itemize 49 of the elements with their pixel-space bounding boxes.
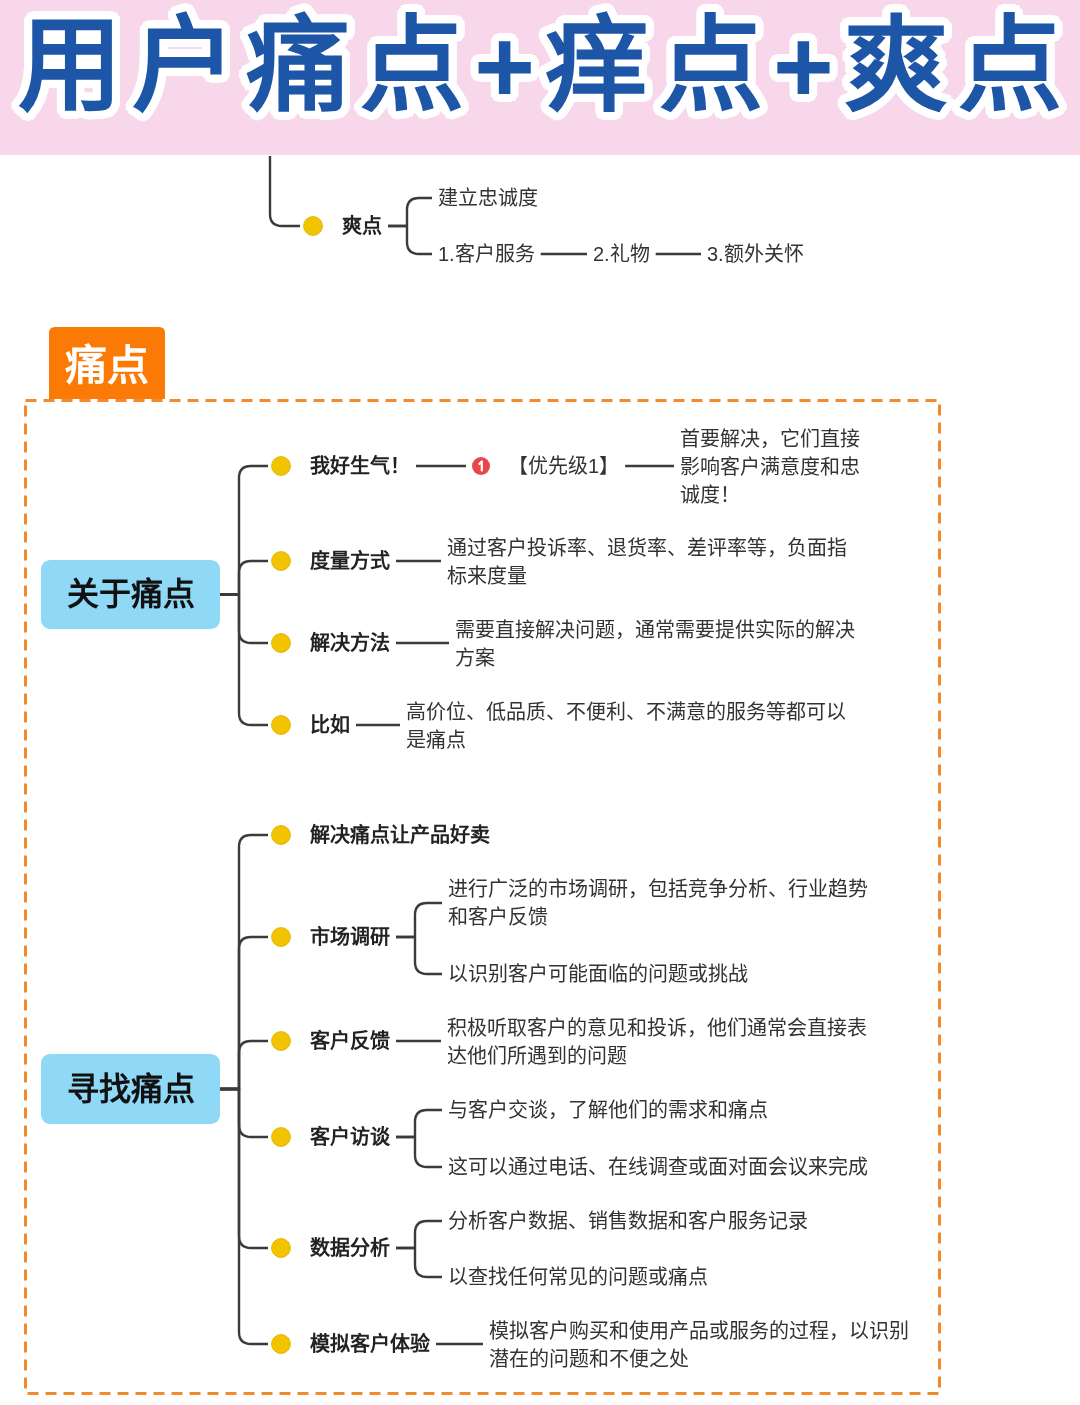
topic-label: 比如	[310, 713, 350, 738]
topic-label: 市场调研	[310, 925, 390, 950]
detail-text: 建立忠诚度	[432, 184, 544, 212]
topic-label: 模拟客户体验	[310, 1331, 430, 1357]
connector-line	[396, 641, 449, 645]
topic-label: 我好生气！	[310, 454, 410, 479]
title-banner: 用户痛点+痒点+爽点	[0, 0, 1080, 155]
connector-line	[220, 593, 268, 727]
connector-line	[388, 224, 432, 256]
detail-text: 3.额外关怀	[701, 240, 810, 268]
connector-line	[655, 252, 701, 256]
detail-text: 以识别客户可能面临的问题或挑战	[442, 960, 754, 988]
detail-text: 需要直接解决问题，通常需要提供实际的解决方案	[449, 615, 871, 672]
topic-label: 解决方法	[310, 631, 390, 656]
connector-line	[396, 559, 441, 563]
dashed-frame	[24, 327, 941, 1395]
topic-label: 解决痛点让产品好卖	[310, 823, 490, 848]
connector-line	[396, 1039, 441, 1043]
detail-text: 以查找任何常见的问题或痛点	[442, 1263, 714, 1291]
connector-line	[220, 1087, 268, 1346]
detail-text: 2.礼物	[587, 240, 656, 268]
detail-text: 1.客户服务	[432, 240, 541, 268]
detail-text: 首要解决，它们直接影响客户满意度和忠诚度！	[674, 424, 876, 509]
connector-line	[396, 935, 442, 976]
detail-text: 通过客户投诉率、退货率、差评率等，负面指标来度量	[441, 533, 863, 590]
detail-text: 进行广泛的市场调研，包括竞争分析、行业趋势和客户反馈	[442, 875, 884, 931]
detail-text: 与客户交谈，了解他们的需求和痛点	[442, 1096, 774, 1124]
connector-line	[268, 156, 300, 228]
connector-line	[540, 252, 587, 256]
connector-line	[625, 464, 674, 468]
topic-label: 数据分析	[310, 1236, 390, 1261]
section-heading: 痛点	[64, 341, 150, 391]
connector-line	[356, 723, 400, 727]
topic-box: 寻找痛点	[41, 1054, 220, 1124]
topic-label: 客户反馈	[310, 1029, 390, 1054]
detail-text: 这可以通过电话、在线调查或面对面会议来完成	[442, 1153, 874, 1181]
connector-line	[396, 1135, 442, 1169]
topic-label: 爽点	[342, 213, 382, 239]
detail-text: 高价位、低品质、不便利、不满意的服务等都可以是痛点	[400, 697, 862, 754]
topic-label: 度量方式	[310, 549, 390, 574]
priority-label: 【优先级1】	[508, 454, 620, 479]
detail-text: 模拟客户购买和使用产品或服务的过程，以识别潜在的问题和不便之处	[483, 1317, 925, 1373]
topic-box: 关于痛点	[41, 560, 220, 629]
connector-line	[416, 464, 466, 468]
topic-label: 客户访谈	[310, 1125, 390, 1150]
detail-text: 分析客户数据、销售数据和客户服务记录	[442, 1207, 814, 1235]
connector-line	[436, 1342, 483, 1346]
detail-text: 积极听取客户的意见和投诉，他们通常会直接表达他们所遇到的问题	[441, 1014, 883, 1070]
connector-line	[396, 1246, 442, 1279]
